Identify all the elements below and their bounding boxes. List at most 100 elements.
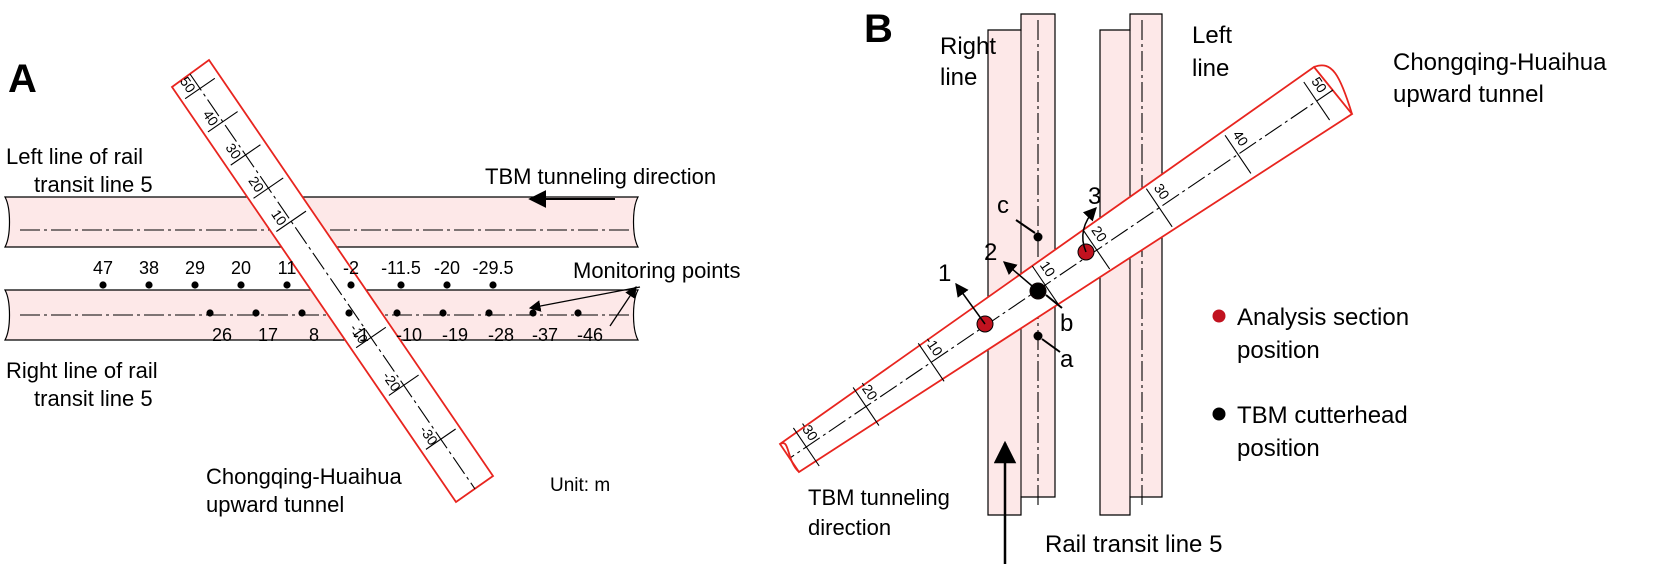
- tunnel-tick: [355, 326, 387, 349]
- monitoring-point-lower-label: -1: [353, 325, 369, 345]
- tunnel-tick-label: 20: [245, 173, 267, 195]
- section-label-3: 3: [1088, 183, 1101, 210]
- section-label-2: 2: [984, 239, 997, 266]
- unit-label: Unit: m: [550, 475, 610, 496]
- monitoring-point-lower: [345, 309, 353, 317]
- monitoring-point-upper-label: -2: [343, 258, 359, 278]
- monitoring-point-lower-label: 8: [309, 325, 319, 345]
- section-label-1: 1: [938, 260, 951, 287]
- tunnel-tick: [253, 177, 284, 199]
- monitoring-leader-1: [528, 286, 641, 312]
- section-2-arrow: [1002, 261, 1039, 292]
- legend-analysis-swatch: [1212, 309, 1226, 323]
- monitoring-point-lower-label: -28: [488, 325, 514, 345]
- tbm-direction-label-b-1: TBM tunneling: [808, 485, 950, 510]
- monitoring-leader-2: [609, 286, 637, 327]
- tunnel-tick: [276, 210, 307, 232]
- monitoring-point-upper-label: -29.5: [472, 258, 513, 278]
- legend-analysis-label-1: Analysis section: [1237, 304, 1409, 331]
- tunnel-tick-label: 40: [1230, 127, 1252, 149]
- monitoring-point-lower-label: -19: [442, 325, 468, 345]
- left-line-label-1: Left line of rail: [6, 144, 143, 169]
- tunnel-tick: [425, 428, 456, 450]
- section-3-arrow: [1082, 207, 1097, 253]
- legend-analysis-label-2: position: [1237, 337, 1320, 364]
- monitoring-point-lower-label: -10: [396, 325, 422, 345]
- tunnel-b-label-1: Chongqing-Huaihua: [1393, 49, 1607, 76]
- legend-cutterhead-swatch: [1212, 407, 1226, 421]
- legend-cutterhead-label-2: position: [1237, 435, 1320, 462]
- tunnel-tick: [1083, 230, 1111, 270]
- right-line-label-b-1: Right: [940, 33, 996, 60]
- monitoring-point-lower: [529, 309, 537, 317]
- tunnel-tick: [1224, 135, 1252, 174]
- monitoring-point-upper-label: -11.5: [381, 258, 421, 278]
- monitoring-point-lower-label: 26: [212, 325, 232, 345]
- tunnel-tick-label: 10: [268, 206, 290, 228]
- panel-a-letter: A: [8, 57, 37, 101]
- monitoring-point-upper-label: 11: [278, 258, 297, 278]
- tbm-direction-label-a: TBM tunneling direction: [485, 164, 716, 189]
- rail-transit-label: Rail transit line 5: [1045, 531, 1222, 558]
- cutterhead-a-leader: [1041, 338, 1061, 353]
- monitoring-point-upper: [145, 281, 153, 289]
- tunnel-tick-label: 30: [1151, 181, 1173, 203]
- right-line-label-1: Right line of rail: [6, 358, 158, 383]
- tunnel-tick: [1303, 81, 1331, 121]
- monitoring-point-upper-label: 38: [139, 258, 159, 278]
- monitoring-point-lower-label: -46: [577, 325, 603, 345]
- tunnel-tick-label: 50: [177, 74, 199, 96]
- monitoring-point-lower-label: -37: [532, 325, 558, 345]
- monitoring-point-upper: [443, 281, 451, 289]
- panel-b-letter: B: [864, 7, 893, 51]
- left-line-label-b-1: Left: [1192, 22, 1232, 49]
- cutterhead-label-a: a: [1060, 346, 1074, 373]
- cutterhead-b-leader: [1045, 294, 1063, 309]
- monitoring-point-lower: [252, 309, 260, 317]
- monitoring-point-lower: [298, 309, 306, 317]
- tunnel-tick: [184, 77, 216, 100]
- tunnel-a-label-1: Chongqing-Huaihua: [206, 464, 402, 489]
- legend: Analysis section position TBM cutterhead…: [1212, 304, 1409, 462]
- tunnel-tick: [388, 374, 419, 396]
- tunnel-tick: [792, 427, 820, 467]
- left-line-label-b-2: line: [1192, 55, 1229, 82]
- tunnel-tick: [230, 144, 261, 166]
- monitoring-point-lower: [439, 309, 447, 317]
- tunnel-tick: [207, 111, 238, 133]
- cutterhead-label-b: b: [1060, 310, 1073, 337]
- tunnel-tick-label: 40: [200, 107, 222, 129]
- tunnel-b-label-2: upward tunnel: [1393, 81, 1544, 108]
- cutterhead-c-leader: [1015, 219, 1036, 234]
- monitoring-point-upper: [237, 281, 245, 289]
- tunnel-tick-label: 50: [1308, 74, 1330, 96]
- cutterhead-c: [1033, 232, 1043, 242]
- right-line-track-b: [987, 13, 1056, 516]
- left-line-label-2: transit line 5: [34, 172, 153, 197]
- cutterhead-a: [1033, 331, 1043, 341]
- monitoring-point-upper-label: -20: [434, 258, 460, 278]
- tunnel-tick: [1145, 188, 1173, 228]
- right-line-label-b-2: line: [940, 64, 977, 91]
- tunnel-tick: [852, 387, 880, 426]
- monitoring-point-lower: [485, 309, 493, 317]
- tunnel-tick: [917, 342, 945, 382]
- tbm-direction-label-b-2: direction: [808, 515, 891, 540]
- monitoring-points-label: Monitoring points: [573, 258, 741, 283]
- tunnel-tick-label: 10: [1037, 258, 1059, 280]
- monitoring-point-upper: [283, 281, 291, 289]
- tunnel-tick: [1031, 265, 1059, 305]
- monitoring-point-upper-label: 47: [93, 258, 113, 278]
- monitoring-point-upper: [397, 281, 405, 289]
- monitoring-point-upper: [191, 281, 199, 289]
- cutterhead-label-c: c: [997, 192, 1009, 219]
- right-line-label-2: transit line 5: [34, 386, 153, 411]
- monitoring-point-lower: [393, 309, 401, 317]
- monitoring-point-upper-label: 20: [231, 258, 251, 278]
- legend-cutterhead-label-1: TBM cutterhead: [1237, 402, 1408, 429]
